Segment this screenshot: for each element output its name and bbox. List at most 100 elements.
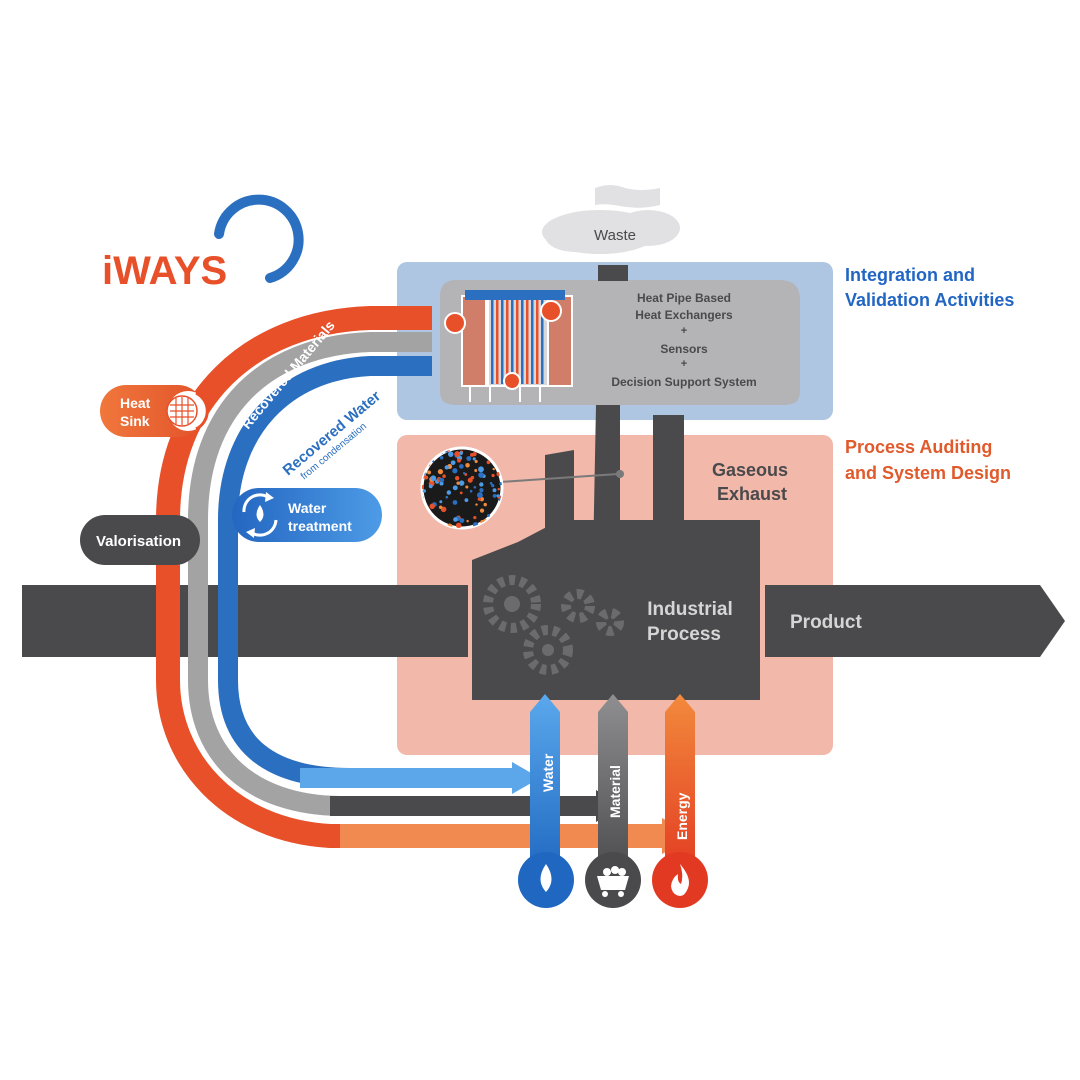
water-input: Water: [518, 694, 574, 908]
particle: [474, 468, 478, 472]
particle: [474, 459, 478, 464]
particle: [458, 480, 465, 486]
main-process-arrow: [22, 585, 1065, 657]
particle: [470, 475, 475, 480]
particle: [456, 481, 460, 485]
particle: [489, 481, 493, 485]
particle: [469, 489, 473, 493]
particle: [440, 506, 447, 513]
particle: [450, 460, 456, 466]
particle: [499, 482, 502, 486]
energy-input-label: Energy: [674, 792, 690, 840]
particle: [479, 488, 484, 493]
product-label: Product: [790, 612, 862, 633]
particle: [459, 491, 463, 495]
particle: [459, 518, 465, 523]
energy-input: Energy: [652, 694, 708, 908]
heat-pipe: [526, 300, 529, 384]
particle: [465, 462, 470, 468]
mine-cart-icon: [597, 866, 629, 897]
particle: [472, 457, 476, 461]
particle: [430, 475, 437, 482]
gaseous-exhaust-line2: Exhaust: [717, 484, 787, 504]
particle: [473, 515, 477, 520]
heat-pipe: [536, 300, 539, 384]
industrial-process-line2: Process: [647, 624, 721, 645]
particle: [497, 487, 501, 491]
auditing-title-line1: Process Auditing: [845, 437, 992, 457]
logo-text: iWAYS: [102, 249, 227, 293]
particle: [479, 508, 485, 513]
water-input-label: Water: [540, 753, 556, 792]
heat-pipe: [521, 300, 524, 384]
heat-pipe: [491, 300, 494, 384]
exchanger-plus2: +: [681, 358, 687, 370]
heat-pipe: [506, 300, 509, 384]
particle: [464, 498, 469, 503]
particle: [473, 485, 477, 489]
heat-pipe: [501, 300, 504, 384]
valorisation-badge: Valorisation: [80, 515, 200, 565]
heat-exchanger-icon: [461, 290, 573, 402]
particle: [486, 460, 491, 465]
water-treatment-badge: Water treatment: [232, 488, 382, 542]
water-treatment-line2: treatment: [288, 518, 352, 534]
waste-label: Waste: [594, 227, 636, 244]
exchanger-line3: Sensors: [660, 342, 708, 356]
particle: [466, 519, 469, 523]
particle: [475, 503, 478, 506]
material-input: Material: [585, 694, 641, 908]
heat-sink-icon: [166, 391, 209, 431]
water-return-arrowhead: [512, 762, 540, 794]
particle: [456, 458, 462, 463]
particle: [446, 490, 452, 495]
particle: [483, 502, 487, 507]
particle: [452, 468, 458, 474]
particle: [428, 484, 433, 489]
water-drop-icon: [256, 505, 264, 522]
exchanger-plus1: +: [681, 325, 687, 337]
heat-pipe: [516, 300, 519, 384]
particle: [478, 472, 484, 478]
particle: [437, 469, 444, 475]
particle: [452, 500, 458, 505]
heat-sink-badge: Heat Sink: [100, 385, 209, 437]
heat-pipe: [541, 300, 544, 384]
integration-title-line2: Validation Activities: [845, 290, 1014, 310]
particle: [476, 492, 483, 499]
waste-smoke-icon: [542, 185, 680, 254]
particle: [496, 494, 500, 498]
particle: [452, 485, 458, 491]
particle: [486, 513, 490, 517]
heat-pipe: [511, 300, 514, 384]
exchanger-line2: Heat Exchangers: [635, 308, 733, 322]
particle: [445, 495, 449, 499]
heat-pipe: [531, 300, 534, 384]
particle: [429, 503, 435, 510]
recovered-water-label: Recovered Water: [280, 388, 385, 480]
particle: [491, 484, 495, 488]
particle: [442, 474, 446, 478]
industrial-process-line1: Industrial: [647, 599, 733, 620]
particle: [422, 489, 427, 493]
particle: [455, 522, 462, 528]
water-treatment-line1: Water: [288, 500, 327, 516]
particle: [454, 451, 461, 457]
sensor-icon: [444, 300, 562, 390]
particle: [453, 517, 458, 522]
exchanger-line4: Decision Support System: [611, 375, 756, 389]
gear-icon: [483, 575, 624, 675]
particle: [438, 505, 443, 509]
particle: [459, 464, 464, 469]
particle: [447, 451, 454, 457]
recovered-water-flow: [218, 356, 520, 788]
particle: [492, 494, 497, 498]
particle: [492, 467, 495, 471]
flame-icon: [671, 864, 689, 896]
particle: [424, 475, 429, 480]
recycle-arrows-icon: [242, 492, 278, 538]
particle: [491, 473, 495, 478]
particle: [465, 485, 469, 489]
particle: [444, 465, 449, 470]
